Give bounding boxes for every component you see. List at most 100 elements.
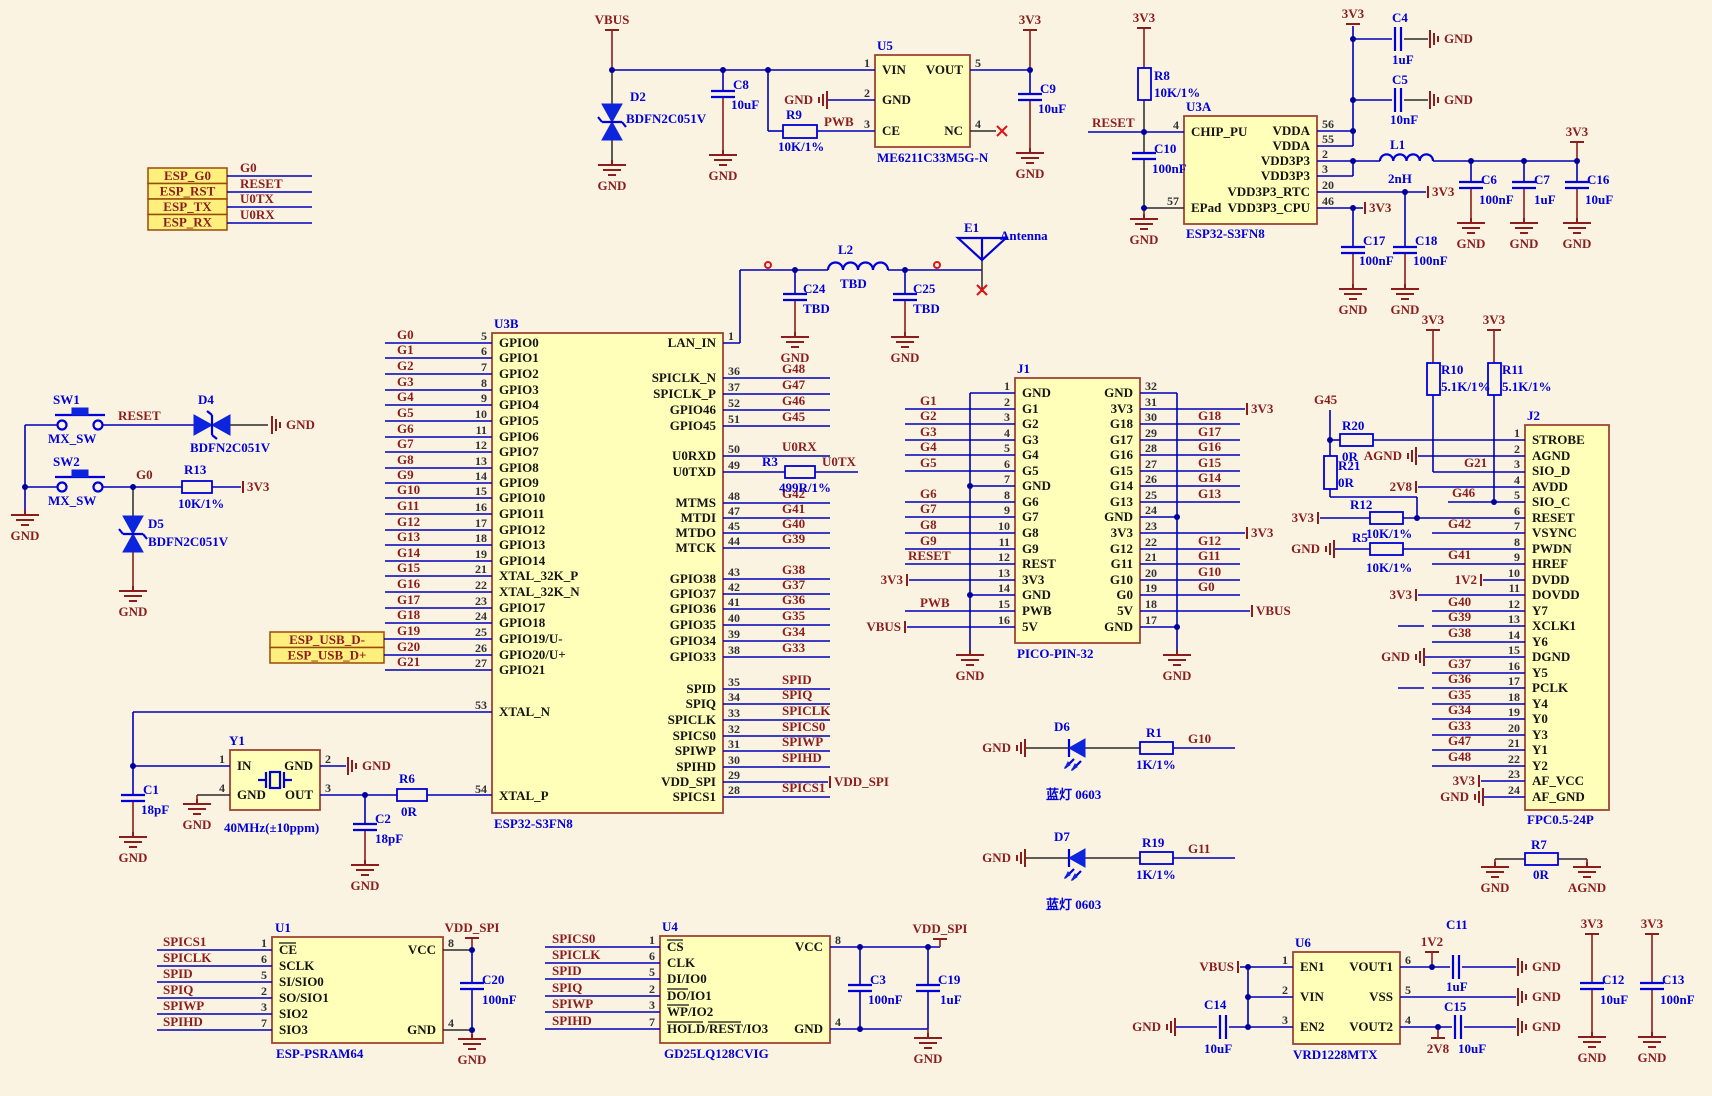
net-label: RESET [908,548,951,563]
gnd-label: GND [1339,302,1368,317]
pin-name: XCLK1 [1532,618,1576,633]
value-label: C4 [1392,10,1408,25]
pin-number: 27 [1145,457,1157,471]
net-label: G9 [397,467,414,482]
value-label: C19 [938,972,961,987]
value-label: R3 [762,454,778,469]
power-flag-label: 3V3 [1251,525,1274,540]
value-label: C6 [1481,172,1497,187]
value-label: D4 [198,392,214,407]
pin-name: CE [882,123,900,138]
pin-number: 35 [728,675,740,689]
value-label: MX_SW [48,431,96,446]
pin-name: GPIO21 [499,662,545,677]
pin-name: DI/IO0 [667,971,707,986]
junction-dot [1491,499,1497,505]
net-label: G12 [397,514,420,529]
net-label: G11 [1198,548,1220,563]
power-flag-label: VBUS [1199,959,1234,974]
gnd-flag-label: GND [982,850,1011,865]
netport-label: ESP_USB_D- [289,632,365,647]
net-label: G34 [782,624,806,639]
junction-dot [1350,128,1356,134]
value-label: R21 [1338,458,1360,473]
net-label: RESET [1092,115,1135,130]
pin-number: 43 [728,565,740,579]
value-label: L1 [1390,137,1405,152]
pin-name: GPIO6 [499,429,539,444]
pin-number: 31 [1145,395,1157,409]
gnd-label: GND [1391,302,1420,317]
pin-number: 7 [1004,472,1010,486]
net-label: U0TX [240,191,275,206]
net-label: G33 [782,640,806,655]
pin-number: 13 [475,454,487,468]
value-label: C17 [1363,233,1386,248]
value-label: 10uF [731,97,759,112]
value-label: R11 [1502,362,1524,377]
power-flag-label: VBUS [595,12,630,27]
pin-name: EN1 [1300,959,1325,974]
pin-number: 7 [649,1015,655,1029]
resistor-symbol [1524,852,1559,866]
resistor-symbol [1139,741,1174,755]
junction-dot [362,792,368,798]
gnd-label: GND [914,1051,943,1066]
pin-name: SPIQ [686,696,716,711]
pin-name: OUT [285,787,314,802]
pin-name: GPIO12 [499,522,545,537]
pin-name: 3V3 [1022,572,1045,587]
component-ref: Y1 [229,733,245,748]
pin-name: SCLK [279,958,315,973]
junction-dot [1245,994,1251,1000]
pin-number: 9 [1514,550,1520,564]
pin-name: VDD3P3 [1261,153,1311,168]
gnd-flag-label: GND [1532,1019,1561,1034]
pin-number: 5 [1004,441,1010,455]
pin-name: XTAL_32K_N [499,584,580,599]
pin-number: 16 [475,500,487,514]
junction-dot [902,267,908,273]
net-label: G15 [397,560,421,575]
ic-box-U3B [491,332,724,814]
pin-number: 4 [1405,1013,1411,1027]
net-label: G39 [782,531,806,546]
pin-name: PWDN [1532,541,1572,556]
value-label: 0R [401,804,418,819]
power-flag-label: VDD_SPI [913,921,968,936]
junction-dot [925,944,931,950]
pin-name: VSYNC [1532,525,1577,540]
pin-name: VDDA [1272,123,1310,138]
net-label: SPICLK [163,950,212,965]
value-label: C2 [375,811,391,826]
pin-name: GPIO8 [499,460,539,475]
junction-dot [1245,1024,1251,1030]
pin-number: 4 [835,1015,841,1029]
pin-name: MTDI [681,510,716,525]
value-label: 蓝灯 0603 [1046,787,1102,802]
gnd-label: GND [1016,166,1045,181]
pin-name: GPIO10 [499,490,545,505]
value-label: BDFN2C051V [148,534,229,549]
component-ref: U5 [877,38,893,53]
pin-number: 8 [481,376,487,390]
pin-name: GPIO45 [670,418,717,433]
value-label: C13 [1662,972,1685,987]
component-ref: J2 [1527,408,1540,423]
net-label: SPIQ [552,980,582,995]
pin-number: 10 [1508,566,1520,580]
resistor-symbol [1323,455,1338,490]
net-label: G9 [920,533,937,548]
net-label: G10 [1188,731,1211,746]
value-label: C5 [1392,72,1408,87]
led-arrow-head [1063,871,1071,880]
value-label: BDFN2C051V [190,440,271,455]
pin-number: 1 [864,56,870,70]
pin-number: 5 [481,329,487,343]
pin-name: STROBE [1532,432,1585,447]
net-label: SPIHD [552,1013,592,1028]
gnd-label: GND [956,668,985,683]
pin-number: 1 [219,752,225,766]
switch-button [71,469,89,478]
net-label: G48 [1448,749,1472,764]
